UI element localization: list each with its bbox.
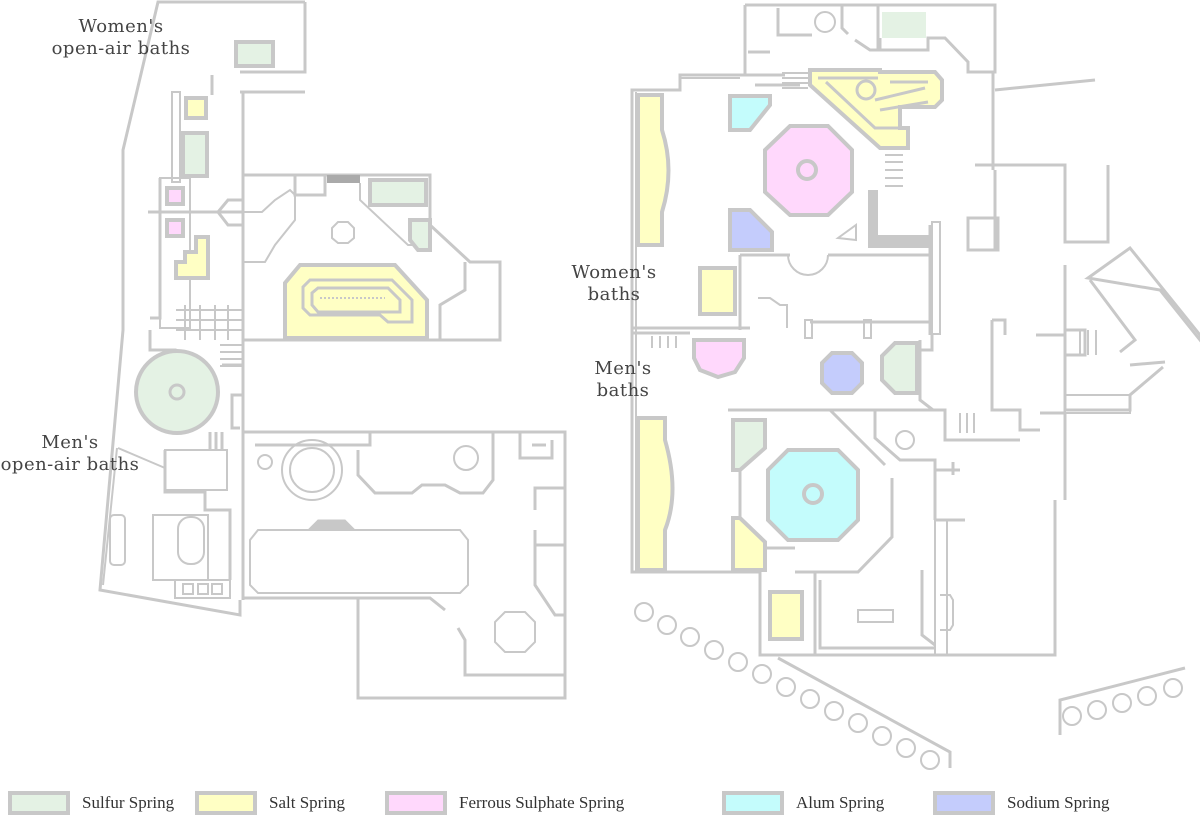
tree-row-left <box>634 602 940 770</box>
pool-sodium-octagon <box>820 351 864 395</box>
legend-item-salt: Salt Spring <box>195 788 345 818</box>
legend-swatch-ferrous-sulphate <box>385 791 447 815</box>
tree-row-right <box>1062 678 1183 726</box>
pool-salt <box>768 590 804 641</box>
pools <box>134 12 944 641</box>
pool-sulfur <box>181 131 209 178</box>
label-womens-open-air-baths: Women's open-air baths <box>51 16 191 59</box>
legend: Sulfur Spring Salt Spring Ferrous Sulpha… <box>0 788 1200 819</box>
label-womens-baths: Women's baths <box>571 262 657 305</box>
pool-salt <box>636 416 675 572</box>
legend-item-ferrous-sulphate: Ferrous Sulphate Spring <box>385 788 624 818</box>
pool-sulfur <box>731 418 767 472</box>
legend-item-sodium: Sodium Spring <box>933 788 1110 818</box>
label-mens-open-air-baths: Men's open-air baths <box>0 432 140 475</box>
label-mens-baths: Men's baths <box>594 358 652 401</box>
pool-ferrous <box>165 218 185 238</box>
pool-salt <box>731 516 767 572</box>
legend-swatch-alum <box>722 791 784 815</box>
pool-sulfur <box>880 341 919 395</box>
pool-sodium <box>728 208 774 252</box>
pool-sulfur <box>234 40 275 68</box>
pool-ferrous <box>165 186 185 206</box>
pool-salt <box>636 93 671 247</box>
pool-salt <box>698 266 737 316</box>
floor-plan <box>98 0 1200 770</box>
legend-item-sulfur: Sulfur Spring <box>8 788 174 818</box>
pool-salt <box>174 235 210 280</box>
pool-salt-winding <box>808 68 944 150</box>
legend-swatch-sodium <box>933 791 995 815</box>
pool-sulfur <box>408 218 432 252</box>
pool-sulfur <box>882 12 926 38</box>
pool-ferrous <box>692 338 746 380</box>
pool-sulfur <box>368 178 428 207</box>
legend-swatch-salt <box>195 791 257 815</box>
legend-swatch-sulfur <box>8 791 70 815</box>
left-building-walls <box>98 0 567 700</box>
right-building-walls <box>630 3 1200 768</box>
trees <box>634 602 1183 770</box>
pool-salt <box>184 96 208 120</box>
pool-alum <box>728 94 772 132</box>
legend-item-alum: Alum Spring <box>722 788 884 818</box>
